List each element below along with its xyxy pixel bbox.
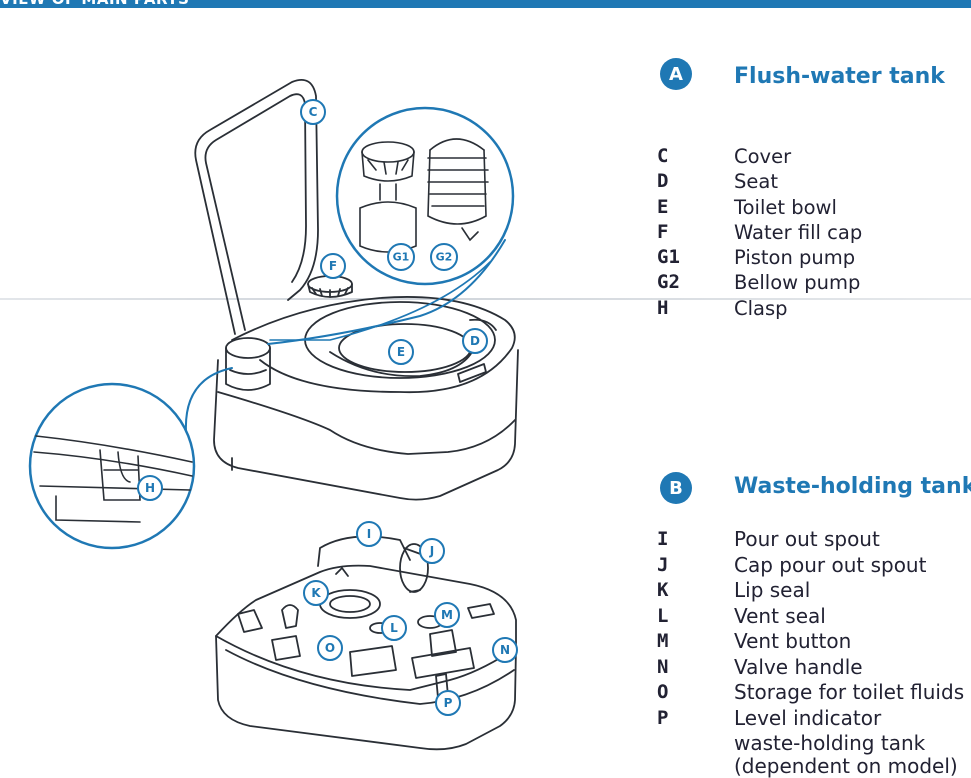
callout-g1-label: G1 <box>393 251 410 264</box>
legend-row: F Water fill cap <box>657 220 967 245</box>
part-code: F <box>657 220 669 243</box>
part-code: E <box>657 195 669 218</box>
section-b-badge: B <box>660 472 692 504</box>
legend-row: I Pour out spout <box>657 527 971 553</box>
callout-n-label: N <box>500 643 510 657</box>
waste-tank-legend: I Pour out spout J Cap pour out spout K Lip… <box>657 527 971 731</box>
legend-row: D Seat <box>657 169 967 194</box>
part-code: J <box>657 553 669 576</box>
part-code: H <box>657 296 669 319</box>
part-label: Vent button <box>734 629 852 653</box>
part-code: I <box>657 528 669 550</box>
part-code: K <box>657 579 669 601</box>
callout-f <box>320 253 346 279</box>
legend-row: M Vent button <box>657 629 971 655</box>
callout-k-label: K <box>311 586 321 600</box>
callout-h <box>137 475 163 501</box>
part-label: Cover <box>734 145 792 168</box>
part-label: Valve handle <box>734 654 863 679</box>
callout-l-label: L <box>390 621 398 635</box>
legend-row: K Lip seal <box>657 578 971 604</box>
legend-continuation-line: (dependent on model) <box>734 754 958 778</box>
part-label: Pour out spout <box>734 527 880 551</box>
callout-d <box>462 328 488 354</box>
legend-row: J Cap pour out spout <box>657 553 971 579</box>
callout-p <box>435 690 461 716</box>
callout-l <box>381 615 407 641</box>
part-code: O <box>657 681 669 703</box>
part-label: Seat <box>734 170 778 194</box>
section-b-title: Waste-holding tank <box>734 474 971 499</box>
flush-tank-body <box>213 349 519 501</box>
legend-row: C Cover <box>657 144 967 169</box>
part-label: Lip seal <box>734 578 811 602</box>
callout-j-label: J <box>429 544 434 558</box>
callout-n <box>492 637 518 663</box>
callout-p-label: P <box>444 696 453 710</box>
callout-f-label: F <box>329 259 337 273</box>
part-label: Bellow pump <box>734 271 861 295</box>
callout-e-label: E <box>397 345 405 359</box>
part-code: G1 <box>657 246 680 269</box>
part-label: Toilet bowl <box>734 195 837 219</box>
legend-row: H Clasp <box>657 296 967 321</box>
callout-g2 <box>430 243 458 271</box>
legend-row: O Storage for toilet fluids <box>657 680 971 706</box>
part-label: Clasp <box>734 296 788 320</box>
part-code: M <box>657 630 669 652</box>
callout-o-label: O <box>325 641 335 655</box>
header-title: VIEW OF MAIN PARTS <box>0 0 189 8</box>
callout-o <box>317 635 343 661</box>
legend-row: P Level indicator <box>657 706 971 732</box>
toilet-cover <box>194 78 319 335</box>
callout-i-label: I <box>367 527 371 541</box>
legend-row: G2 Bellow pump <box>657 270 967 295</box>
part-code: L <box>657 604 669 627</box>
part-code: C <box>657 145 669 167</box>
parts-illustration: C D E F G1 G2 H I J K L M N O P <box>28 78 519 751</box>
callout-c-label: C <box>309 105 318 119</box>
callout-g1 <box>387 243 415 271</box>
legend-continuation-line: waste-holding tank <box>734 731 926 755</box>
pump-knob <box>225 337 271 391</box>
callout-m-label: M <box>441 608 453 622</box>
part-code: D <box>657 170 669 193</box>
section-a-badge: A <box>660 58 692 90</box>
callout-m <box>434 602 460 628</box>
legend-row: N Valve handle <box>657 655 971 681</box>
part-label: Cap pour out spout <box>734 552 927 577</box>
callout-k <box>303 580 329 606</box>
legend-row: E Toilet bowl <box>657 195 967 220</box>
water-fill-cap <box>307 275 353 298</box>
pump-detail-inset <box>267 106 515 345</box>
callout-h-label: H <box>145 481 155 495</box>
legend-row: G1 Piston pump <box>657 245 967 270</box>
page-fold-line <box>0 298 971 300</box>
callout-j <box>419 538 445 564</box>
part-label: Water fill cap <box>734 220 863 244</box>
callout-d-label: D <box>470 334 480 348</box>
part-label: Piston pump <box>734 246 856 270</box>
flush-tank-legend: C Cover D Seat E Toilet bowl F Water fill ca… <box>657 144 967 321</box>
legend-row: L Vent seal <box>657 604 971 630</box>
callout-g2-label: G2 <box>436 251 453 264</box>
clasp-detail-inset <box>28 367 233 550</box>
part-code: P <box>657 706 669 729</box>
section-a-title: Flush-water tank <box>734 64 945 89</box>
header-bar: VIEW OF MAIN PARTS <box>0 0 971 8</box>
part-label: Level indicator <box>734 705 882 730</box>
waste-tank-body <box>215 564 517 751</box>
part-code: G2 <box>657 271 680 294</box>
callout-c <box>300 99 326 125</box>
callout-i <box>356 521 382 547</box>
part-label: Vent seal <box>734 603 826 628</box>
part-code: N <box>657 655 669 678</box>
callout-e <box>388 339 414 365</box>
part-label: Storage for toilet fluids <box>734 680 965 704</box>
